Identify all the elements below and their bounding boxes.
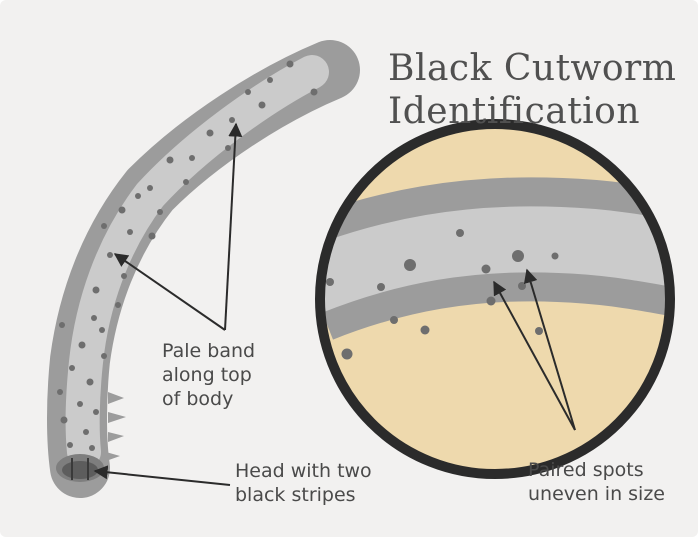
arrow-head	[95, 471, 230, 485]
pale-band-label: Pale band along top of body	[162, 339, 255, 411]
magnified-inset	[300, 100, 698, 500]
paired-spots-label-line-1: Paired spots	[528, 458, 665, 482]
pale-band-label-line-1: Pale band	[162, 339, 255, 363]
head-label-line-2: black stripes	[235, 483, 372, 507]
paired-spots-label: Paired spots uneven in size	[528, 458, 665, 506]
pale-band-label-line-2: along top	[162, 363, 255, 387]
head-label-line-1: Head with two	[235, 459, 372, 483]
title-line-2: Identification	[388, 91, 676, 132]
cutworm-head	[56, 454, 104, 482]
pale-band-label-line-3: of body	[162, 387, 255, 411]
paired-spots-label-line-2: uneven in size	[528, 482, 665, 506]
body-setae	[106, 392, 126, 461]
title-line-1: Black Cutworm	[388, 48, 676, 89]
head-label: Head with two black stripes	[235, 459, 372, 507]
page-title: Black Cutworm Identification	[388, 48, 676, 132]
arrow-pale-band-lower	[115, 254, 225, 330]
